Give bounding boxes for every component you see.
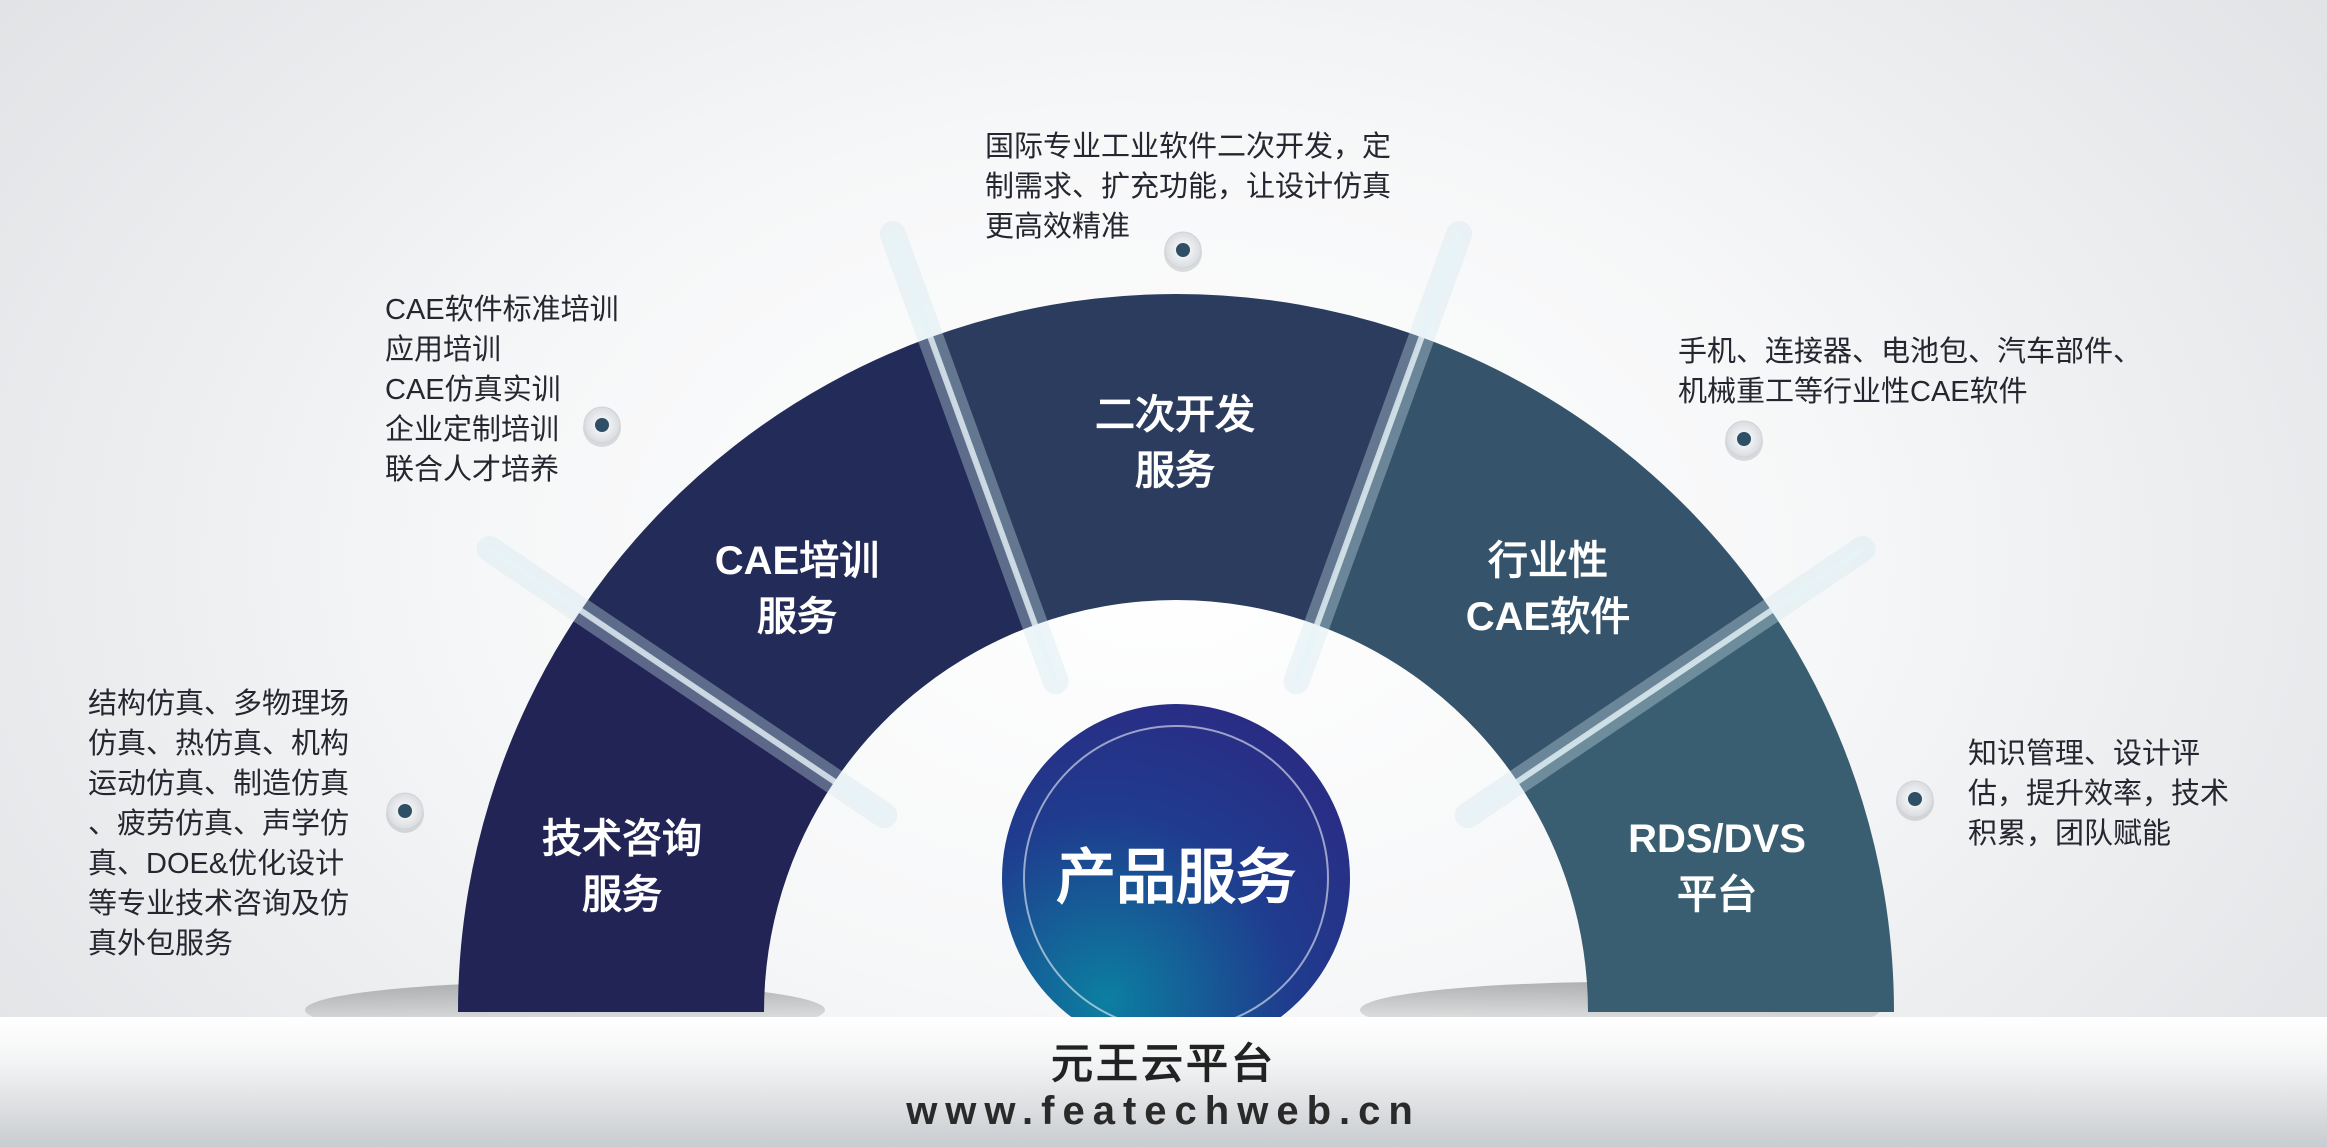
footer-title: 元王云平台 bbox=[1050, 1040, 1276, 1087]
dev-description-line: 制需求、扩充功能，让设计仿真 bbox=[985, 171, 1392, 203]
connector-dot-core-consult bbox=[398, 804, 412, 818]
connector-dot-core-dev bbox=[1176, 243, 1190, 257]
consult-description-line: 运动仿真、制造仿真 bbox=[88, 768, 350, 800]
segment-dev bbox=[930, 294, 1422, 625]
divider-line-2 bbox=[889, 230, 1059, 685]
training-description-line: 应用培训 bbox=[385, 334, 502, 366]
rds-description-line: 知识管理、设计评 bbox=[1968, 738, 2201, 770]
segment-label-rds-line1: RDS/DVS bbox=[1628, 817, 1806, 861]
training-description-line: CAE仿真实训 bbox=[385, 374, 561, 406]
training-description-line: CAE软件标准培训 bbox=[385, 294, 619, 326]
footer-url: www.featechweb.cn bbox=[906, 1089, 1421, 1133]
connector-dot-core-rds bbox=[1908, 792, 1922, 806]
rds-description-line: 估，提升效率，技术 bbox=[1968, 778, 2230, 810]
segment-label-industry-line2: CAE软件 bbox=[1466, 595, 1630, 639]
divider-line-4 bbox=[1464, 545, 1866, 819]
segment-label-dev-line1: 二次开发 bbox=[1095, 393, 1255, 437]
segment-label-consult-line1: 技术咨询 bbox=[542, 817, 702, 861]
consult-description-line: 真外包服务 bbox=[88, 928, 234, 960]
consult-description: 结构仿真、多物理场仿真、热仿真、机构运动仿真、制造仿真、疲劳仿真、声学仿真、DO… bbox=[88, 684, 349, 964]
training-description-line: 企业定制培训 bbox=[385, 414, 560, 446]
segment-label-consult-line2: 服务 bbox=[582, 873, 662, 917]
segment-label-dev-line2: 服务 bbox=[1135, 449, 1215, 493]
center-label: 产品服务 bbox=[1056, 844, 1296, 911]
segment-training bbox=[580, 337, 1036, 782]
connector-dot-core-training bbox=[595, 418, 609, 432]
segment-label-training-line1: CAE培训 bbox=[715, 539, 879, 583]
segment-industry bbox=[1316, 337, 1772, 782]
consult-description-line: 结构仿真、多物理场 bbox=[88, 688, 350, 720]
segment-label-training-line2: 服务 bbox=[757, 595, 837, 639]
rds-description: 知识管理、设计评估，提升效率，技术积累，团队赋能 bbox=[1968, 734, 2229, 854]
segment-label-industry-line1: 行业性 bbox=[1488, 539, 1608, 583]
consult-description-line: 等专业技术咨询及仿 bbox=[88, 888, 350, 920]
consult-description-line: 仿真、热仿真、机构 bbox=[88, 728, 350, 760]
connector-dot-core-industry bbox=[1737, 432, 1751, 446]
dev-description-line: 更高效精准 bbox=[985, 211, 1131, 243]
training-description: CAE软件标准培训应用培训 CAE仿真实训企业定制培训联合人才培养 bbox=[385, 290, 619, 490]
divider-line-3 bbox=[1293, 230, 1463, 685]
footer-bar bbox=[0, 1017, 2327, 1147]
industry-description: 手机、连接器、电池包、汽车部件、机械重工等行业性CAE软件 bbox=[1678, 332, 2142, 412]
industry-description-line: 手机、连接器、电池包、汽车部件、 bbox=[1678, 336, 2143, 368]
consult-description-line: 、疲劳仿真、声学仿 bbox=[88, 808, 350, 840]
divider-line-1 bbox=[486, 545, 888, 819]
consult-description-line: 真、DOE&优化设计 bbox=[88, 848, 345, 880]
segment-label-rds-line2: 平台 bbox=[1677, 873, 1757, 917]
segment-consult bbox=[458, 610, 835, 1012]
dev-description: 国际专业工业软件二次开发，定制需求、扩充功能，让设计仿真更高效精准 bbox=[985, 127, 1391, 247]
training-description-line: 联合人才培养 bbox=[385, 454, 560, 486]
center-circle bbox=[1002, 704, 1350, 1052]
rds-description-line: 积累，团队赋能 bbox=[1968, 818, 2172, 850]
industry-description-line: 机械重工等行业性CAE软件 bbox=[1678, 376, 2028, 408]
dev-description-line: 国际专业工业软件二次开发，定 bbox=[985, 131, 1392, 163]
segment-rds bbox=[1517, 610, 1894, 1012]
